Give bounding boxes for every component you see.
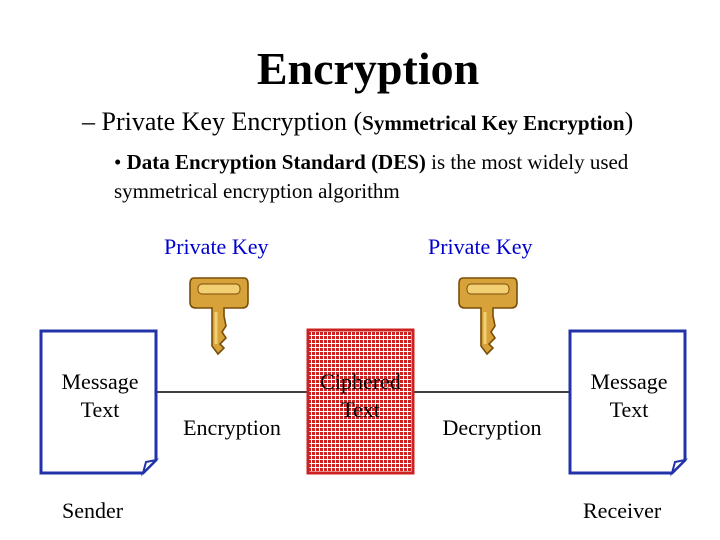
sender-doc-line-1: Message xyxy=(61,369,139,394)
cipher-text: Ciphered Text xyxy=(308,368,413,424)
sender-label: Sender xyxy=(62,498,124,523)
sender-document-text: Message Text xyxy=(41,368,159,424)
subtitle: – Private Key Encryption (Symmetrical Ke… xyxy=(82,107,634,137)
key-icon xyxy=(458,277,518,356)
receiver-document-text: Message Text xyxy=(570,368,688,424)
bullet-marker: • xyxy=(114,150,122,174)
key-icon xyxy=(189,277,249,356)
receiver-doc-line-2: Text xyxy=(609,397,649,422)
right-key-label: Private Key xyxy=(428,234,533,259)
subtitle-suffix: ) xyxy=(624,107,634,136)
cipher-block xyxy=(306,328,415,475)
sender-doc-line-2: Text xyxy=(80,397,120,422)
sender-document xyxy=(39,329,160,477)
subtitle-prefix: – Private Key Encryption ( xyxy=(82,107,363,136)
receiver-document xyxy=(568,329,689,477)
cipher-line-1: Ciphered xyxy=(320,369,401,394)
decryption-label: Decryption xyxy=(442,415,542,440)
receiver-label: Receiver xyxy=(583,498,662,523)
slide-title: Encryption xyxy=(256,43,480,94)
bullet-bold: Data Encryption Standard (DES) xyxy=(126,150,426,174)
cipher-line-2: Text xyxy=(341,397,380,422)
receiver-doc-line-1: Message xyxy=(590,369,668,394)
encryption-label: Encryption xyxy=(183,415,281,440)
left-key-label: Private Key xyxy=(164,234,269,259)
subtitle-bold: Symmetrical Key Encryption xyxy=(362,111,625,135)
bullet-text: is the most widely used symmetrical encr… xyxy=(114,150,629,203)
bullet-point: • Data Encryption Standard (DES) is the … xyxy=(114,148,694,206)
